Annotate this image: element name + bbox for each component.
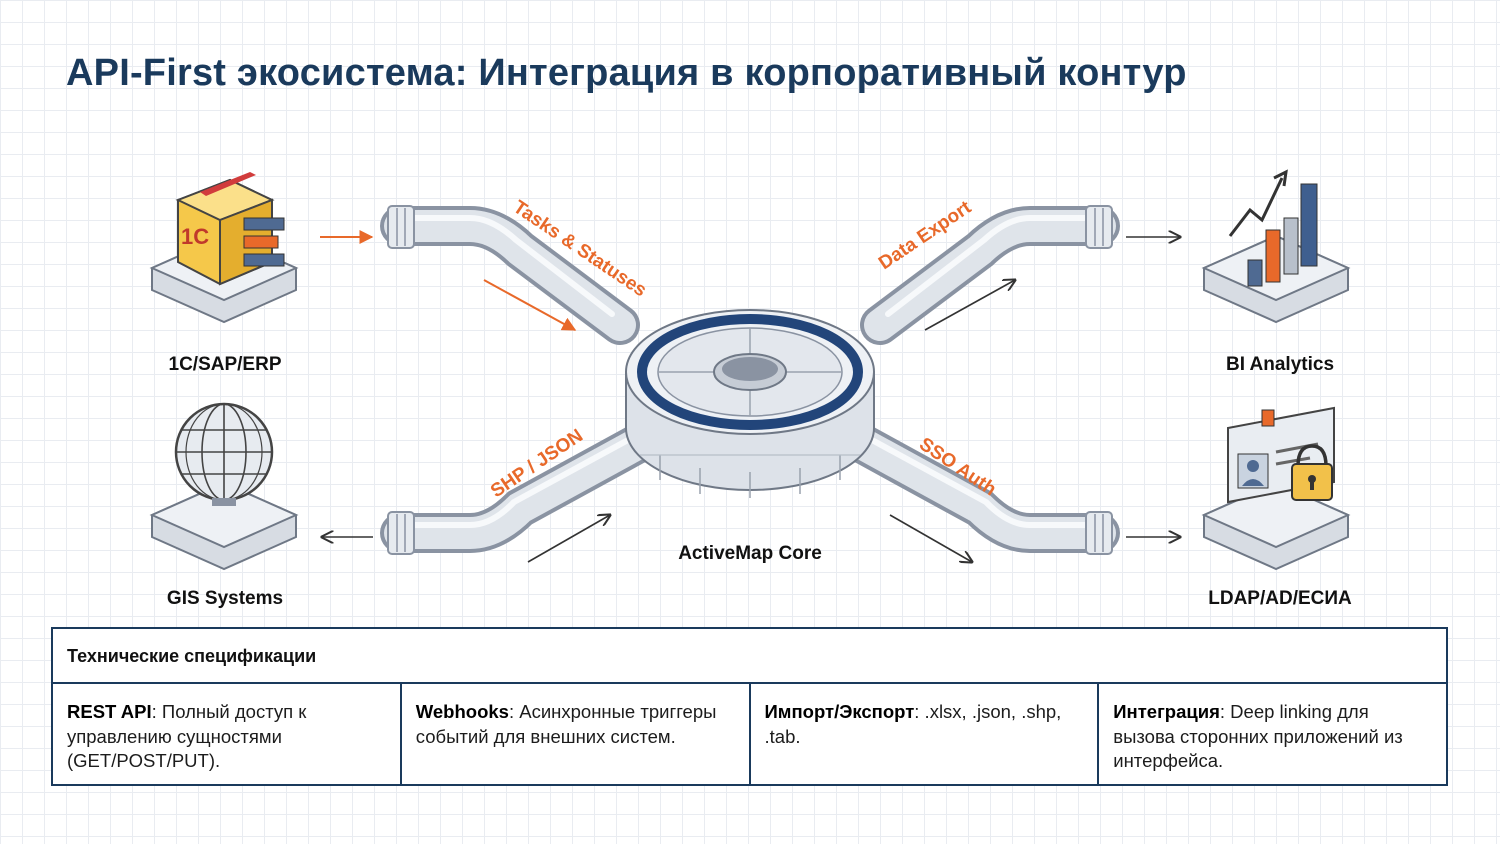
- spec-cell-rest-api: REST API: Полный доступ к управлению сущ…: [53, 684, 402, 784]
- node-label-erp: 1C/SAP/ERP: [168, 354, 282, 375]
- pipe-top-left: [380, 205, 640, 345]
- flow-arrow-shp-up: [527, 515, 610, 563]
- tech-spec-table: Технические спецификации REST API: Полны…: [51, 627, 1448, 786]
- erp-1c-badge: 1С: [181, 224, 209, 249]
- node-label-ldap: LDAP/AD/ЕСИА: [1208, 588, 1352, 609]
- tech-spec-row: REST API: Полный доступ к управлению сущ…: [53, 684, 1446, 784]
- spec-term: Импорт/Экспорт: [764, 701, 915, 722]
- flow-arrow-sso-down: [889, 514, 972, 562]
- spec-cell-import-export: Импорт/Экспорт: .xlsx, .json, .shp, .tab…: [751, 684, 1100, 784]
- pipe-bottom-right: [845, 425, 1120, 555]
- spec-cell-webhooks: Webhooks: Асинхронные триггеры событий д…: [402, 684, 751, 784]
- box-1c-icon: 1С: [149, 172, 299, 324]
- spec-text: : Полный доступ к управлению сущностями …: [67, 701, 307, 771]
- bar-chart-icon: [1201, 169, 1351, 324]
- flow-arrow-to-core: [483, 279, 577, 331]
- tech-spec-heading: Технические спецификации: [53, 629, 1446, 684]
- pipe-top-right: [860, 205, 1120, 345]
- core-hub-icon: [625, 309, 875, 498]
- pipe-bottom-left: [380, 425, 655, 555]
- spec-term: Интеграция: [1113, 701, 1220, 722]
- spec-term: Webhooks: [415, 701, 509, 722]
- flow-arrow-from-core-top: [924, 280, 1015, 331]
- spec-text: : .xlsx, .json, .shp, .tab.: [764, 701, 1062, 747]
- globe-icon: [149, 402, 299, 571]
- node-label-gis: GIS Systems: [166, 588, 284, 609]
- spec-text: : Deep linking для вызова сторонних прил…: [1113, 701, 1403, 771]
- spec-term: REST API: [67, 701, 152, 722]
- node-label-bi: BI Analytics: [1225, 354, 1335, 375]
- id-card-lock-icon: [1201, 406, 1351, 571]
- page-title: API-First экосистема: Интеграция в корпо…: [66, 52, 1187, 94]
- spec-cell-integration: Интеграция: Deep linking для вызова стор…: [1099, 684, 1446, 784]
- spec-text: : Асинхронные триггеры событий для внешн…: [415, 701, 717, 747]
- node-label-core: ActiveMap Core: [678, 543, 822, 564]
